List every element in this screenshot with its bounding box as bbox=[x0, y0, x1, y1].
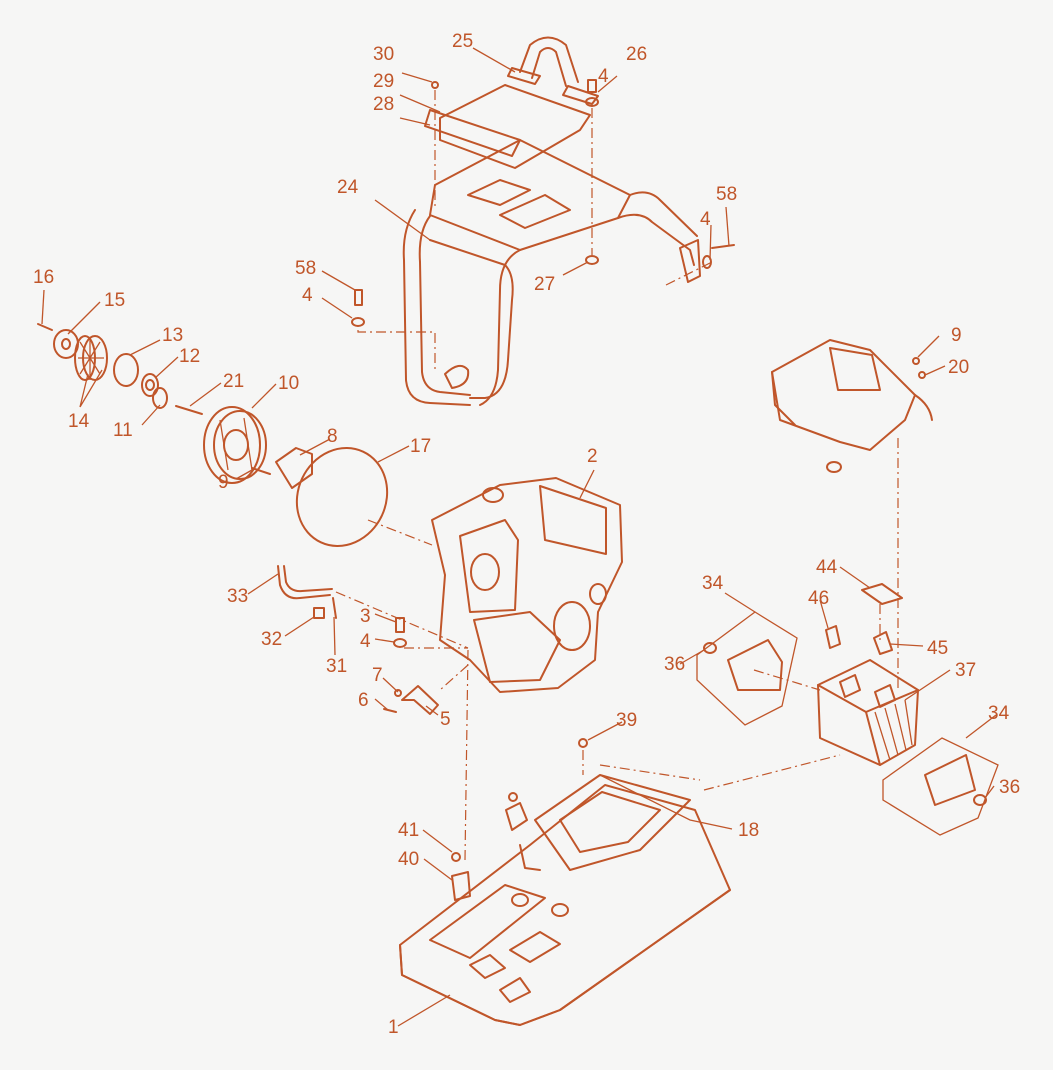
callout-c4d: 4 bbox=[360, 631, 371, 652]
part-battery bbox=[817, 659, 919, 766]
assembly-lines bbox=[335, 90, 899, 861]
callout-c15: 15 bbox=[104, 290, 125, 311]
part-frame bbox=[402, 139, 701, 406]
part-screw bbox=[578, 738, 588, 748]
callout-c37: 37 bbox=[955, 660, 976, 681]
leader-lines bbox=[41, 47, 997, 1027]
callout-c4c: 4 bbox=[302, 285, 313, 306]
callout-c20: 20 bbox=[948, 357, 969, 378]
callout-c13: 13 bbox=[162, 325, 183, 346]
callout-c12: 12 bbox=[179, 346, 200, 367]
callout-c16: 16 bbox=[33, 267, 54, 288]
part-flywheel-cover bbox=[175, 405, 267, 484]
callout-c36b: 36 bbox=[999, 777, 1020, 798]
callout-c45: 45 bbox=[927, 638, 948, 659]
callout-c26: 26 bbox=[626, 44, 647, 65]
part-drive-belt bbox=[295, 447, 389, 547]
part-handle bbox=[507, 36, 599, 105]
callout-c34b: 34 bbox=[988, 703, 1010, 724]
callout-c5: 5 bbox=[440, 709, 451, 730]
callout-c8: 8 bbox=[327, 426, 338, 447]
callout-c58b: 58 bbox=[295, 258, 316, 279]
callout-c4b: 4 bbox=[700, 209, 711, 230]
callout-c24: 24 bbox=[337, 177, 359, 198]
callout-c30: 30 bbox=[373, 44, 394, 65]
callout-c28: 28 bbox=[373, 94, 394, 115]
callout-c6: 6 bbox=[358, 690, 369, 711]
part-hardware bbox=[351, 79, 735, 327]
callout-c9a: 9 bbox=[218, 472, 229, 493]
callout-c9b: 9 bbox=[951, 325, 962, 346]
callout-c3: 3 bbox=[360, 606, 371, 627]
callout-c4a: 4 bbox=[598, 66, 609, 87]
callout-c41: 41 bbox=[398, 820, 419, 841]
callout-c31: 31 bbox=[326, 656, 347, 677]
callout-c29: 29 bbox=[373, 71, 394, 92]
callout-c32: 32 bbox=[261, 629, 282, 650]
callout-c36a: 36 bbox=[664, 654, 685, 675]
callout-c10: 10 bbox=[278, 373, 299, 394]
callout-c14: 14 bbox=[68, 411, 90, 432]
part-clamp bbox=[505, 792, 528, 831]
callout-c11: 11 bbox=[113, 420, 133, 441]
part-throttle-bracket bbox=[383, 685, 439, 715]
callout-c44: 44 bbox=[816, 557, 838, 578]
callout-c17: 17 bbox=[410, 436, 431, 457]
callout-c33: 33 bbox=[227, 586, 248, 607]
part-base-fittings bbox=[451, 852, 471, 901]
part-battery-bracket-left bbox=[696, 611, 798, 726]
part-engine bbox=[431, 477, 623, 693]
callout-c21: 21 bbox=[223, 371, 244, 392]
part-top-plate bbox=[424, 84, 591, 169]
part-base-plate bbox=[399, 774, 731, 1026]
callout-c7: 7 bbox=[372, 665, 383, 686]
callout-c46: 46 bbox=[808, 588, 829, 609]
part-recoil-pulley bbox=[37, 323, 168, 409]
callout-c58a: 58 bbox=[716, 184, 737, 205]
callout-c39: 39 bbox=[616, 710, 637, 731]
callout-c40: 40 bbox=[398, 849, 419, 870]
callout-c27: 27 bbox=[534, 274, 555, 295]
callout-c25: 25 bbox=[452, 31, 473, 52]
part-tank-bracket bbox=[771, 339, 933, 473]
callout-c2: 2 bbox=[587, 446, 598, 467]
part-bolt-washer bbox=[393, 617, 407, 648]
part-terminal-hardware bbox=[825, 583, 903, 655]
callout-c1: 1 bbox=[388, 1017, 399, 1038]
callout-c18: 18 bbox=[738, 820, 759, 841]
callout-c34a: 34 bbox=[702, 573, 724, 594]
part-fuel-line bbox=[277, 565, 337, 619]
part-battery-bracket-right bbox=[882, 737, 999, 836]
